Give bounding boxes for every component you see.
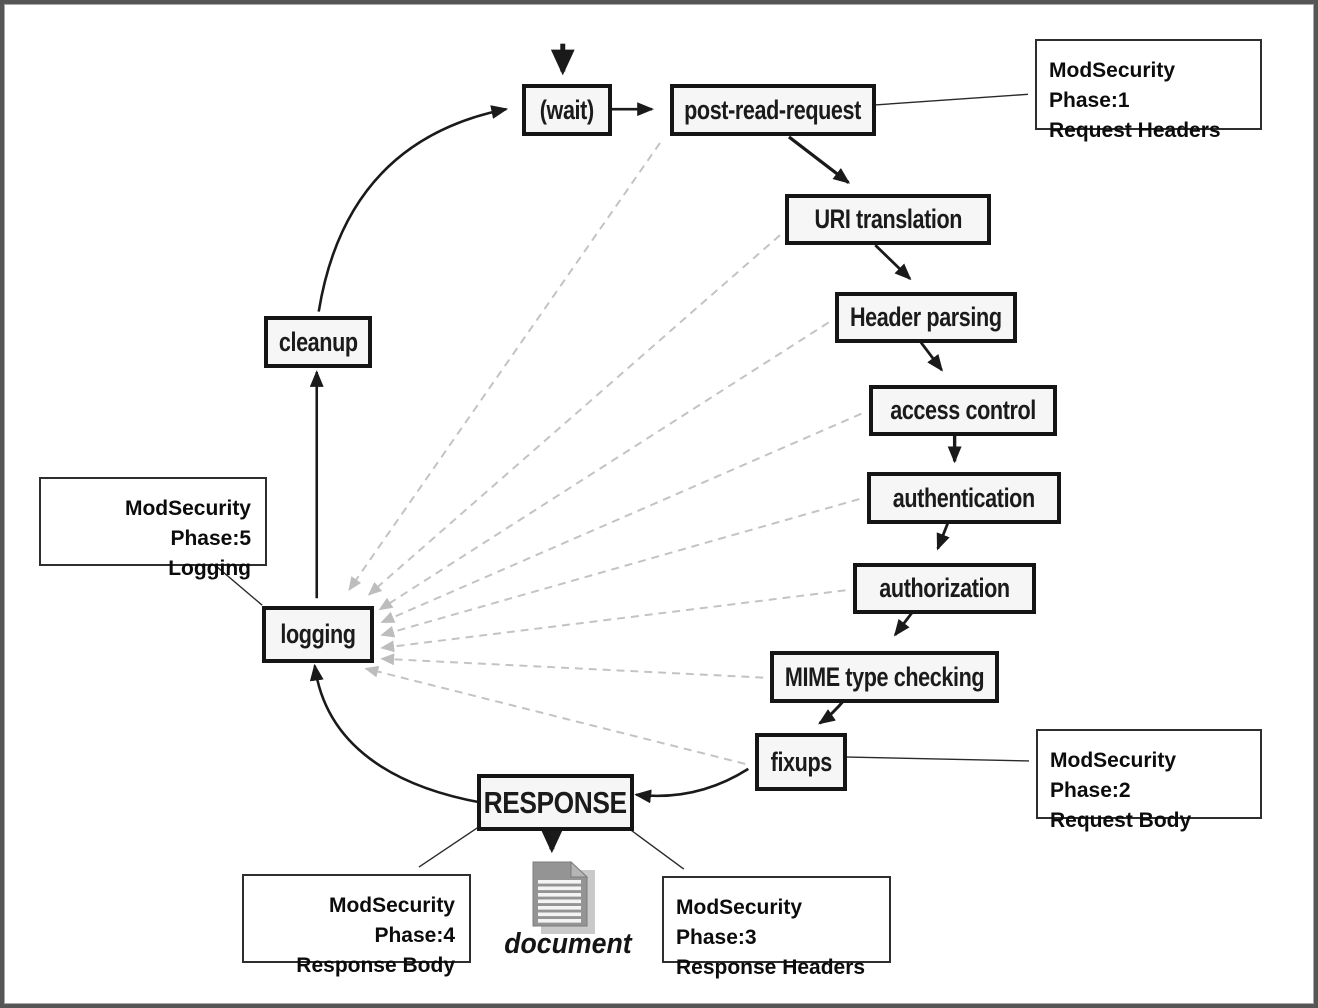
node-fixups-label: fixups	[770, 746, 832, 777]
node-header-parsing-label: Header parsing	[850, 302, 1002, 332]
arrow-fixups-to-response	[634, 767, 749, 804]
connector-post-read-request-to-phase1	[871, 93, 1029, 106]
node-post-read-request: post-read-request	[670, 84, 876, 136]
node-authentication: authentication	[867, 472, 1061, 524]
arrow-response-to-logging	[309, 663, 482, 804]
node-authorization: authorization	[853, 563, 1036, 614]
node-logging-label: logging	[280, 619, 356, 649]
dashed-arrow-authorization-to-logging	[380, 589, 846, 653]
annotation-phase5: ModSecurity Phase:5 Logging	[39, 477, 267, 580]
annotation-phase2-line2: Request Body	[1050, 809, 1192, 832]
arrow-authentication-to-authorization	[936, 520, 950, 551]
node-uri-translation: URI translation	[785, 194, 991, 245]
node-logging: logging	[262, 606, 374, 663]
node-uri-translation-label: URI translation	[814, 204, 962, 234]
dashed-arrow-fixups-to-logging	[364, 665, 746, 765]
node-post-read-request-label: post-read-request	[684, 94, 862, 125]
annotation-phase3-line1: ModSecurity Phase:3	[676, 896, 803, 949]
node-response-label: RESPONSE	[483, 784, 628, 820]
connector-fixups-to-phase2	[842, 756, 1030, 762]
annotation-phase4: ModSecurity Phase:4 Response Body	[242, 874, 471, 977]
document-icon	[532, 860, 595, 934]
dashed-arrow-access-control-to-logging	[380, 412, 862, 623]
annotation-phase2: ModSecurity Phase:2 Request Body	[1036, 729, 1262, 832]
arrow-post-read-request-to-uri-translation	[787, 135, 851, 184]
node-cleanup: cleanup	[264, 316, 372, 368]
node-fixups: fixups	[755, 733, 847, 791]
dashed-arrow-header-parsing-to-logging	[378, 321, 830, 611]
node-access-control-label: access control	[890, 395, 1036, 425]
node-authorization-label: authorization	[879, 573, 1010, 603]
document-label: document	[504, 928, 632, 960]
dashed-arrow-uri-translation-to-logging	[367, 234, 781, 596]
annotation-phase1-line2: Request Headers	[1049, 119, 1221, 142]
connector-response-to-phase4	[418, 823, 483, 868]
node-authentication-label: authentication	[892, 482, 1035, 513]
annotation-phase3: ModSecurity Phase:3 Response Headers	[662, 876, 891, 979]
arrow-header-parsing-to-access-control	[919, 341, 943, 372]
dashed-arrow-mime-type-checking-to-logging	[380, 653, 764, 679]
connector-response-to-phase3	[622, 823, 685, 870]
annotation-phase1: ModSecurity Phase:1 Request Headers	[1035, 39, 1262, 142]
node-access-control: access control	[869, 385, 1057, 436]
annotation-phase5-line1: ModSecurity Phase:5	[124, 497, 251, 550]
node-cleanup-label: cleanup	[278, 326, 358, 357]
arrow-uri-translation-to-header-parsing	[874, 244, 912, 281]
dashed-arrow-post-read-request-to-logging	[348, 142, 661, 591]
document-icon-fold	[570, 860, 589, 878]
arrow-cleanup-to-wait	[317, 105, 509, 312]
node-mime-type-checking-label: MIME type checking	[784, 661, 985, 692]
node-response: RESPONSE	[477, 774, 634, 831]
annotation-phase3-line2: Response Headers	[676, 956, 866, 979]
document-icon-text-lines	[538, 880, 581, 923]
annotation-phase4-line2: Response Body	[296, 954, 455, 977]
node-wait: (wait)	[522, 84, 612, 136]
node-wait-label: (wait)	[540, 94, 594, 125]
annotation-phase4-line1: ModSecurity Phase:4	[328, 894, 455, 947]
node-header-parsing: Header parsing	[835, 292, 1017, 343]
annotation-phase5-line2: Logging	[168, 557, 251, 580]
node-mime-type-checking: MIME type checking	[770, 651, 999, 703]
annotation-phase1-line1: ModSecurity Phase:1	[1049, 59, 1176, 112]
annotation-phase2-line1: ModSecurity Phase:2	[1050, 749, 1177, 802]
dashed-arrow-authentication-to-logging	[380, 498, 860, 638]
